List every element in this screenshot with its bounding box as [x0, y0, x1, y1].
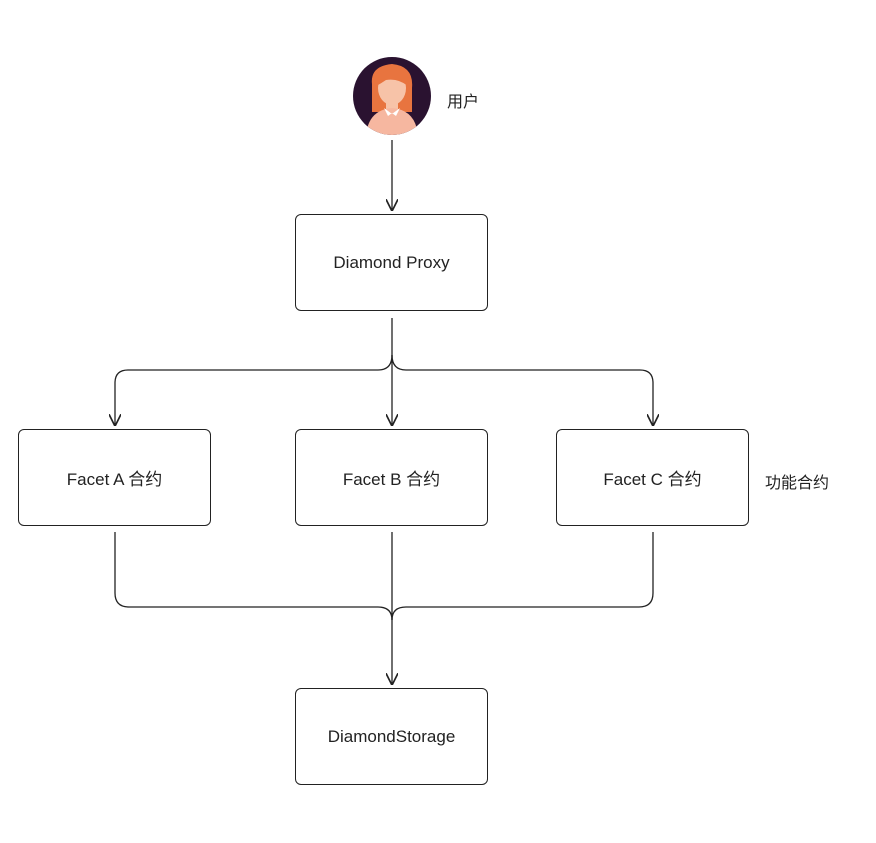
facet-a-label: Facet A 合约	[66, 470, 163, 489]
diamond-storage-label: DiamondStorage	[327, 726, 456, 746]
diamond-proxy-label: Diamond Proxy	[333, 252, 450, 272]
user-label: 用户	[447, 94, 480, 111]
facet-b-label: Facet B 合约	[342, 470, 441, 489]
facets-group-label: 功能合约	[765, 475, 830, 492]
edge-proxy-to-facet-a	[115, 354, 393, 425]
facet-c-node[interactable]: Facet C 合约	[556, 429, 749, 526]
user-avatar-icon	[353, 57, 431, 135]
diamond-storage-node[interactable]: DiamondStorage	[295, 688, 488, 785]
facet-a-node[interactable]: Facet A 合约	[18, 429, 211, 526]
edge-proxy-to-facet-c	[391, 354, 653, 425]
facet-b-node[interactable]: Facet B 合约	[295, 429, 488, 526]
facet-c-label: Facet C 合约	[603, 470, 702, 489]
edge-facet-a-to-storage	[114, 532, 393, 621]
edge-facet-c-to-storage	[391, 532, 654, 621]
diamond-proxy-node[interactable]: Diamond Proxy	[295, 214, 488, 311]
